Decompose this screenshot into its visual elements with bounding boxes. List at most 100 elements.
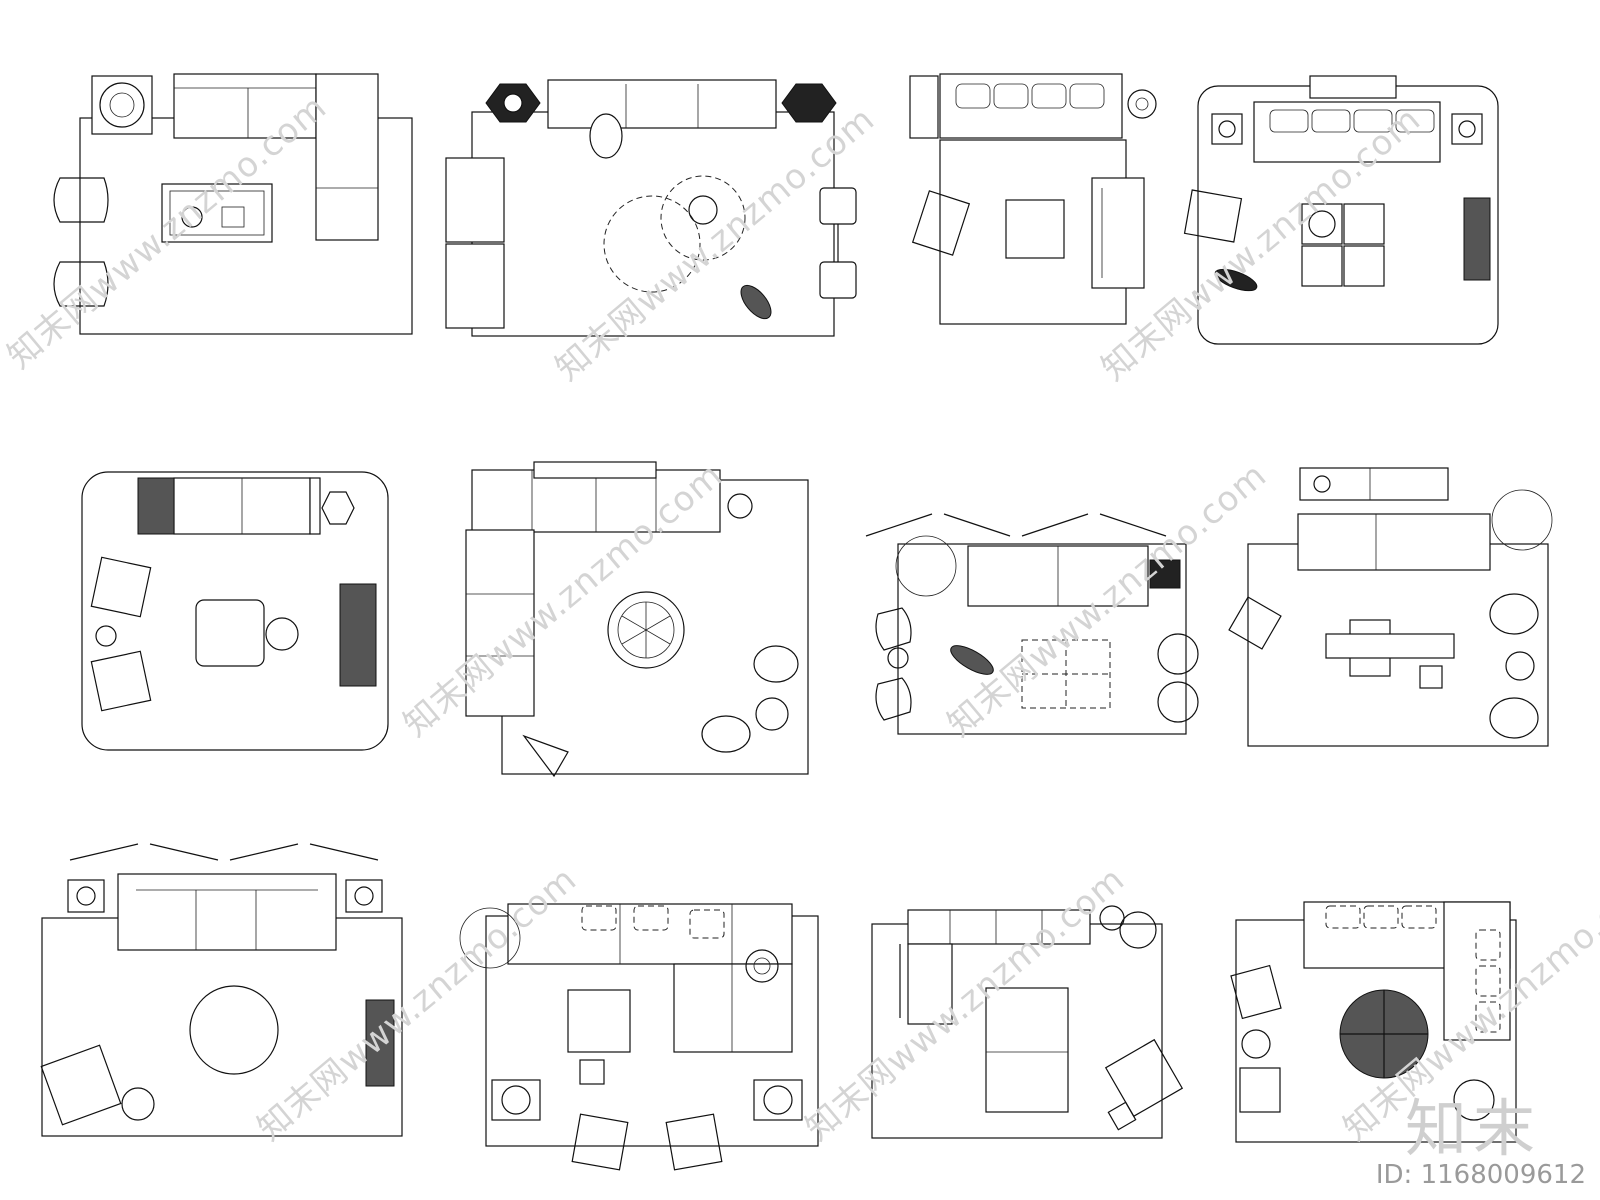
stool [265, 617, 299, 651]
armchair [445, 243, 505, 329]
ottoman [1301, 245, 1343, 287]
cabinet [365, 999, 395, 1087]
sectional-sofa [507, 903, 793, 965]
rug [81, 471, 389, 751]
side-table [137, 477, 175, 535]
sectional-chaise [907, 943, 953, 1025]
round-coffee-table [660, 175, 746, 261]
stool [755, 697, 789, 731]
accent-chair [1239, 1067, 1281, 1113]
side-table [491, 1079, 541, 1121]
lounge-chair [753, 645, 799, 683]
side-table [745, 949, 779, 983]
sofa [547, 79, 777, 129]
sofa [117, 873, 337, 951]
side-table [727, 493, 753, 519]
layout-plan-1 [53, 73, 413, 335]
accent-chair [875, 607, 912, 651]
sofa [907, 909, 1091, 945]
cabinet [1463, 197, 1491, 281]
side-table [579, 1059, 605, 1085]
dog-icon [950, 645, 994, 675]
watermark-text: 知末网www.znzmo.com [798, 859, 1133, 1149]
sofa [173, 73, 317, 139]
armchair [1489, 697, 1539, 739]
lounge-chair [911, 190, 971, 256]
layout-plan-11 [871, 905, 1184, 1139]
armchair [445, 157, 505, 243]
plant-icon [895, 535, 957, 597]
rug [41, 917, 403, 1137]
side-table [887, 647, 909, 669]
layout-plan-10 [459, 903, 819, 1171]
sectional-chaise [465, 529, 535, 717]
armchair [40, 1044, 122, 1126]
side-table [1149, 559, 1181, 589]
side-table [781, 83, 837, 123]
image-id-label: ID: 1168009612 [1375, 1160, 1586, 1190]
rug [897, 543, 1187, 735]
sofa [939, 73, 1123, 139]
layout-plan-8 [1228, 467, 1553, 747]
brand-logo: 知末 [1405, 1092, 1542, 1165]
side-cabinet [909, 75, 939, 139]
armchair [90, 650, 152, 712]
armchair [571, 1113, 629, 1171]
side-table [1211, 113, 1243, 145]
armchair [53, 177, 109, 223]
plant-icon [1491, 489, 1553, 551]
sectional-chaise [315, 73, 379, 241]
layout-plan-4 [1183, 75, 1499, 345]
armchair [665, 1113, 723, 1171]
sectional-chaise [1443, 901, 1511, 1041]
stool [1119, 911, 1157, 949]
side-table [345, 879, 383, 913]
layout-plan-2 [445, 79, 857, 337]
floor-lamp [1505, 651, 1535, 681]
bench [1091, 177, 1145, 289]
ottoman [819, 261, 857, 299]
side-table [1419, 665, 1443, 689]
layout-plan-6 [465, 461, 809, 778]
layout-plan-12 [1230, 901, 1517, 1143]
side-table [121, 1087, 155, 1121]
coffee-table [1005, 199, 1065, 259]
armchair [1489, 593, 1539, 635]
plant-icon [91, 75, 153, 135]
side-table [67, 879, 105, 913]
media-console [1299, 467, 1449, 501]
lounge-chair [701, 715, 751, 753]
console-table [1309, 75, 1397, 99]
dog-icon [740, 284, 772, 320]
side-table [1451, 113, 1483, 145]
cabinet [339, 583, 377, 687]
accent-chair [875, 677, 912, 721]
armchair [90, 556, 152, 618]
stool [1453, 1079, 1495, 1121]
dog-icon [1214, 268, 1258, 292]
round-coffee-table [607, 591, 685, 669]
side-table [321, 491, 355, 525]
side-table [1107, 1101, 1137, 1131]
lounge-chair [1228, 596, 1282, 650]
coffee-table [985, 987, 1069, 1113]
ottoman [1343, 203, 1385, 245]
accent-chair [1230, 964, 1282, 1020]
stool [1157, 633, 1199, 675]
person-icon [589, 113, 623, 159]
layout-plan-3 [909, 73, 1157, 325]
armchair [53, 261, 109, 307]
layout-plan-5 [81, 471, 389, 751]
coffee-table [161, 183, 273, 243]
layout-plan-9 [40, 843, 403, 1137]
side-table [753, 1079, 803, 1121]
accent-chair [522, 734, 569, 778]
layout-plan-7 [865, 513, 1199, 735]
floor-lamp [1127, 89, 1157, 119]
ottoman [819, 187, 857, 225]
round-coffee-table [189, 985, 279, 1075]
sectional-sofa [1297, 513, 1491, 571]
coffee-table [195, 599, 265, 667]
armchair [1104, 1038, 1184, 1118]
